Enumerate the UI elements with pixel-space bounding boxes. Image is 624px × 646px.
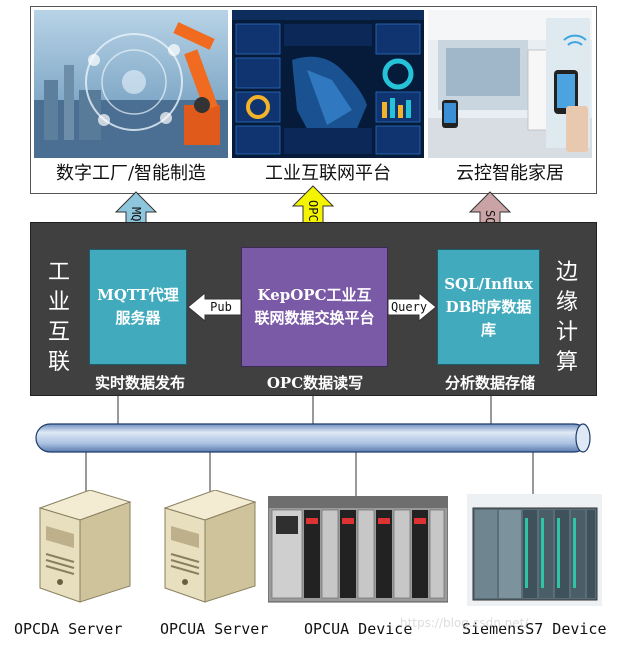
platform-caption: 工业互联网平台 [265, 163, 391, 184]
mqtt-box-caption: 实时数据发布 [94, 374, 185, 392]
factory-image [34, 10, 228, 158]
siemens-s7-device-label: SiemensS7 Device [462, 620, 607, 638]
left-side-text: 工 业 互 联 [47, 260, 70, 375]
bus-pipe-end [575, 423, 591, 453]
siemens-s7-icon [467, 494, 602, 606]
pub-arrow-label: Pub [210, 300, 232, 314]
smart-home-image [428, 10, 592, 158]
network-bus-pipe [35, 423, 589, 453]
right-side-text: 边 缘 计 算 [555, 260, 578, 375]
opcda-server-icon [38, 490, 132, 603]
factory-caption: 数字工厂/智能制造 [55, 163, 207, 184]
plc-rack-icon [268, 496, 448, 603]
opcua-server-label: OPCUA Server [160, 620, 269, 638]
pub-arrow [187, 291, 242, 323]
query-arrow [387, 291, 437, 323]
timeseries-db-box: SQL/InfluxDB时序数据库 [437, 249, 540, 365]
opcda-server-label: OPCDA Server [14, 620, 123, 638]
mqtt-broker-box: MQTT代理服务器 [89, 249, 187, 365]
query-arrow-label: Query [390, 300, 428, 314]
opcua-server-icon [163, 490, 257, 603]
kepopc-platform-box: KepOPC工业互联网数据交换平台 [241, 247, 388, 367]
dashboard-image [232, 10, 424, 158]
watermark: https://blog.csdn.net/ [400, 616, 529, 630]
db-box-caption: 分析数据存储 [444, 374, 535, 392]
opcua-device-label: OPCUA Device [304, 620, 413, 638]
smart-home-caption: 云控智能家居 [456, 163, 564, 184]
kepopc-box-caption: OPC数据读写 [266, 374, 364, 392]
